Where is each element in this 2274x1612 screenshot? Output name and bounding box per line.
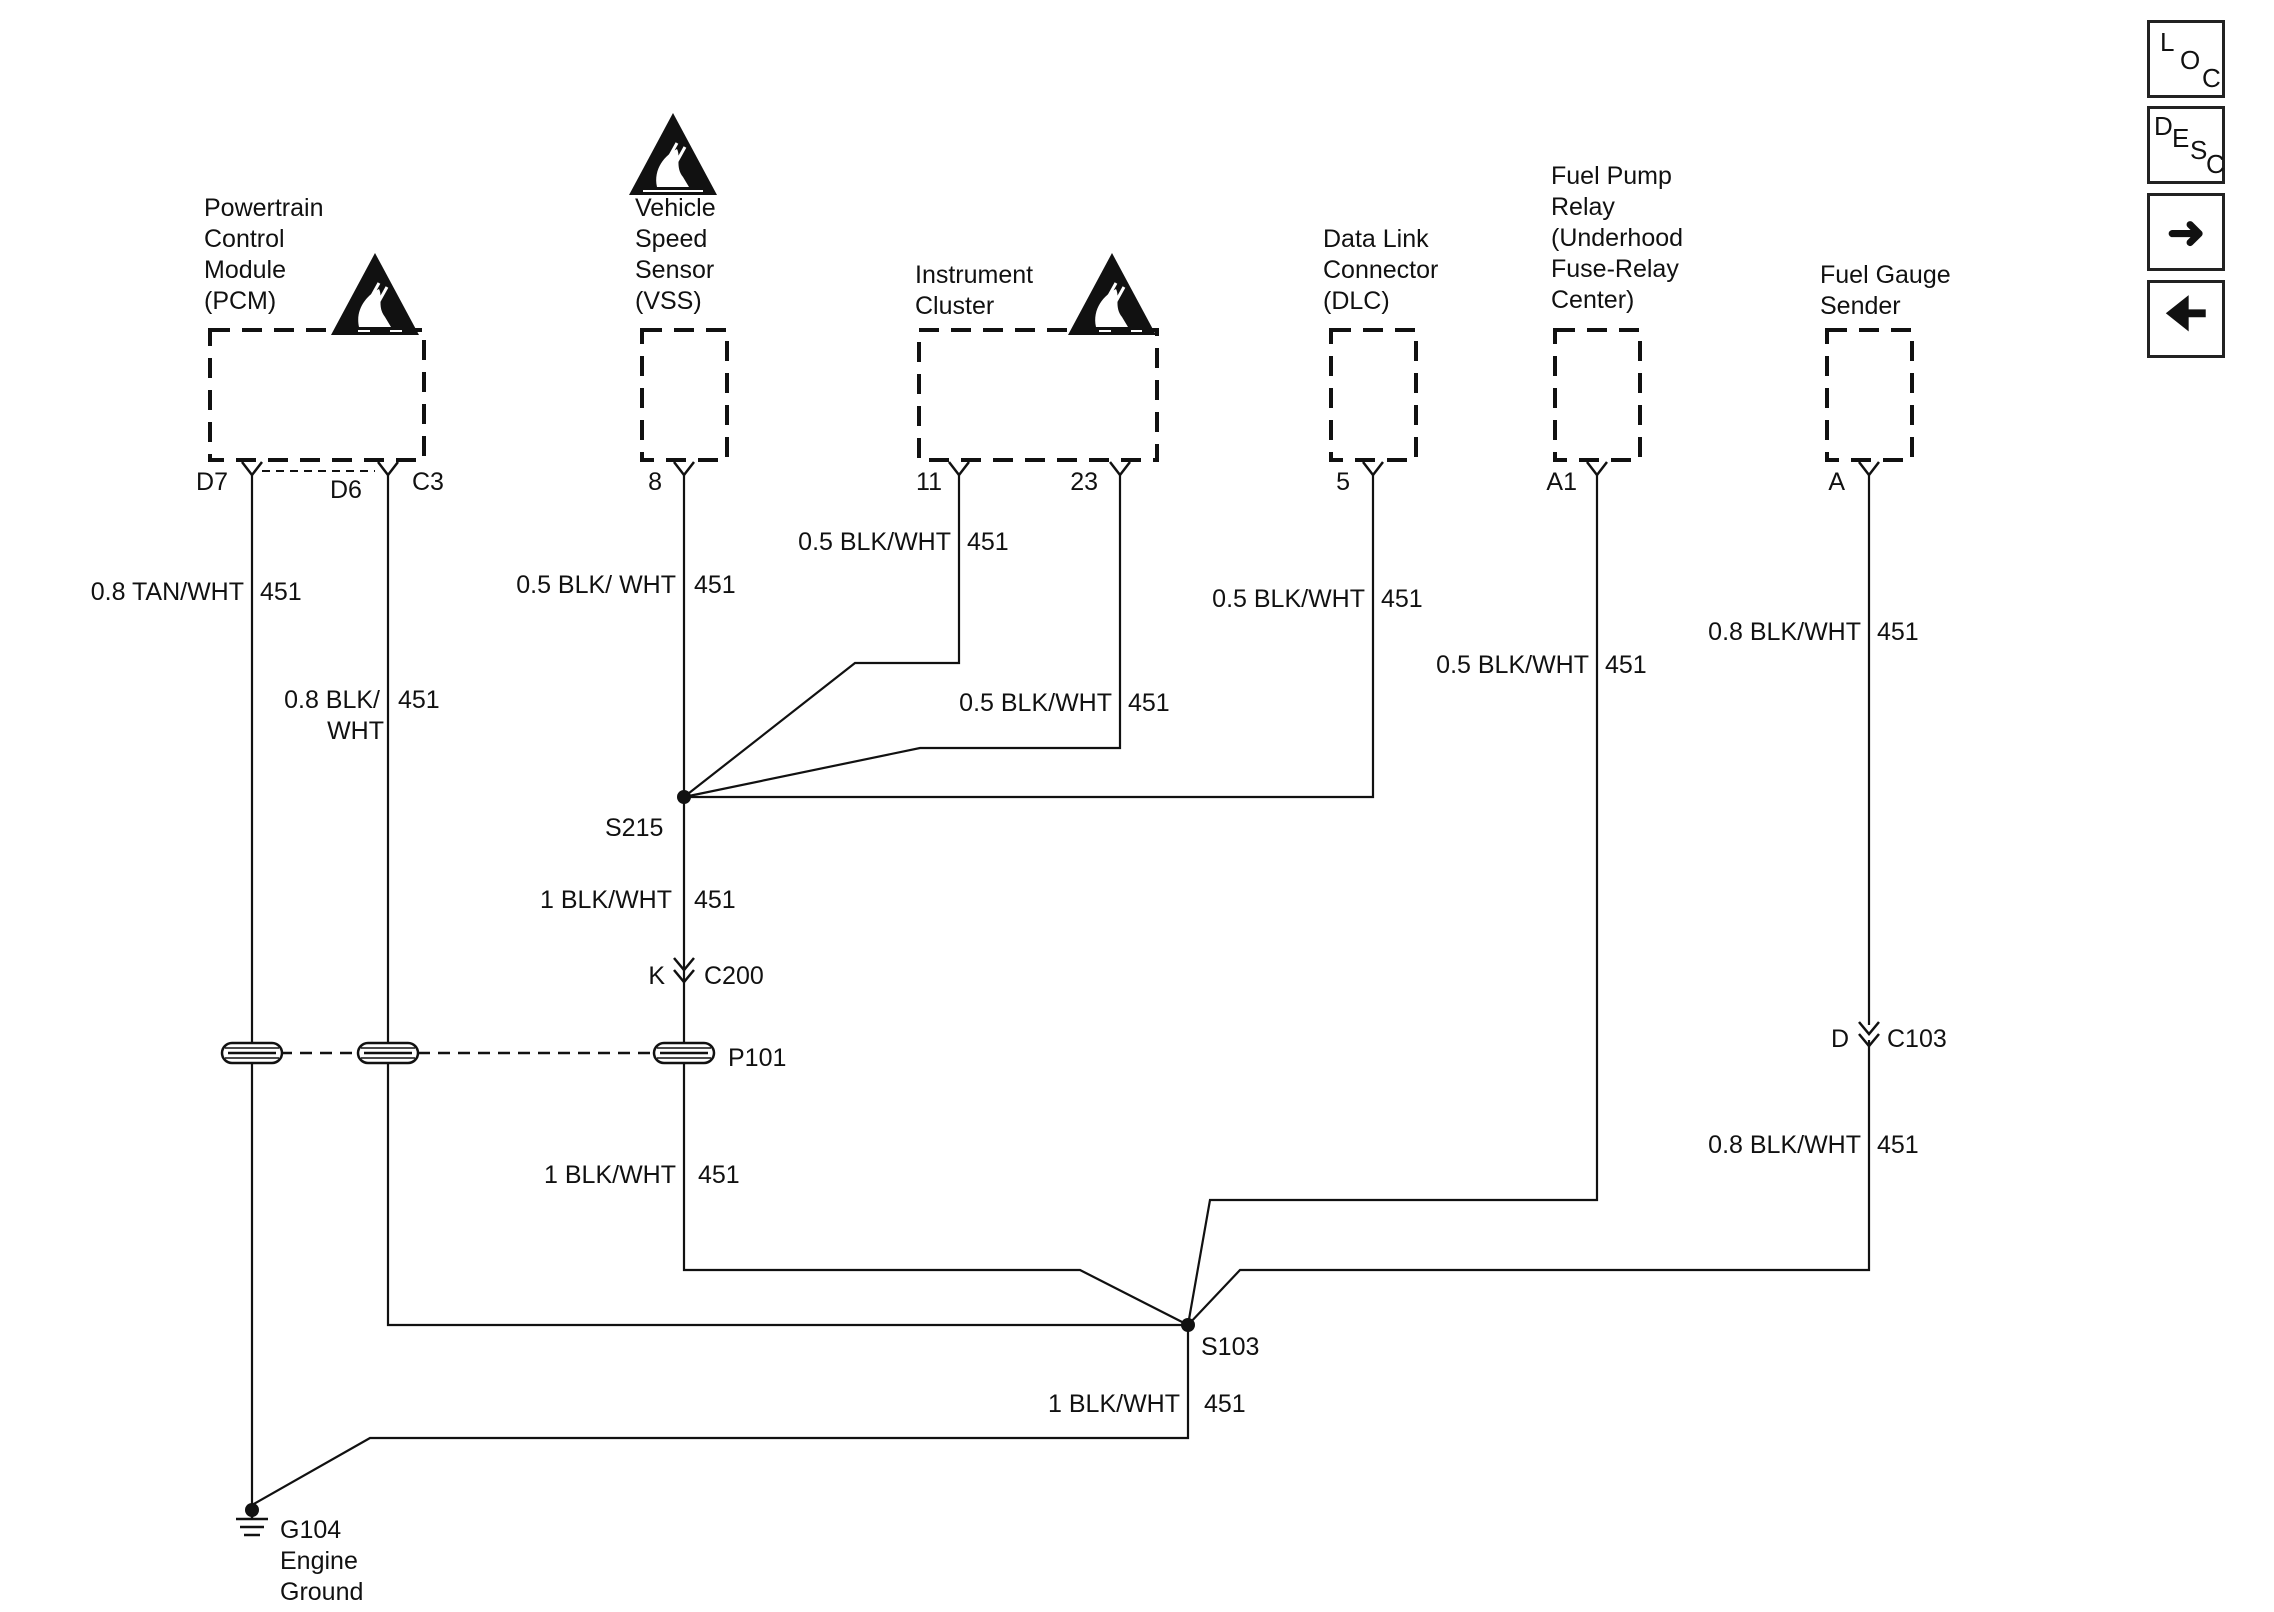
ground-label: G104 Engine Ground: [280, 1516, 363, 1606]
svg-text:Fuel Gauge: Fuel Gauge: [1820, 261, 1951, 289]
c103-label: C103: [1887, 1025, 1947, 1053]
svg-text:A: A: [1828, 468, 1845, 496]
splice-s215-label: S215: [605, 814, 663, 842]
dlc-label: Data Link Connector (DLC): [1323, 225, 1438, 315]
svg-text:Ground: Ground: [280, 1578, 363, 1606]
svg-text:0.8 BLK/WHT: 0.8 BLK/WHT: [1708, 1131, 1861, 1159]
svg-text:A1: A1: [1546, 468, 1577, 496]
svg-text:451: 451: [1128, 689, 1170, 717]
svg-text:1 BLK/WHT: 1 BLK/WHT: [540, 886, 672, 914]
svg-text:11: 11: [916, 468, 942, 496]
p101-clamp: [652, 1041, 716, 1065]
svg-text:0.5 BLK/ WHT: 0.5 BLK/ WHT: [516, 571, 676, 599]
svg-text:0.5 BLK/WHT: 0.5 BLK/WHT: [798, 528, 951, 556]
svg-text:0.8 BLK/WHT: 0.8 BLK/WHT: [1708, 618, 1861, 646]
c103-connector: [1858, 1021, 1880, 1048]
svg-text:Data Link: Data Link: [1323, 225, 1429, 253]
svg-text:(Underhood: (Underhood: [1551, 224, 1683, 252]
c200-connector: [673, 957, 695, 984]
pin-terminals: [241, 461, 1880, 478]
svg-text:451: 451: [698, 1161, 740, 1189]
svg-text:451: 451: [1204, 1390, 1246, 1418]
wire-labels: 0.8 TAN/WHT 451 0.8 BLK/ WHT 451 0.5 BLK…: [91, 528, 1919, 1418]
splice-s103-dot: [1181, 1318, 1195, 1332]
p101-label: P101: [728, 1044, 786, 1072]
svg-text:Fuse-Relay: Fuse-Relay: [1551, 255, 1679, 283]
svg-text:Control: Control: [204, 225, 285, 253]
cluster-label: Instrument Cluster: [915, 261, 1033, 320]
svg-text:0.5 BLK/WHT: 0.5 BLK/WHT: [1212, 585, 1365, 613]
svg-text:G104: G104: [280, 1516, 341, 1544]
cluster-box: [917, 328, 1159, 462]
svg-text:Sender: Sender: [1820, 292, 1901, 320]
fuel-pump-relay-label: Fuel Pump Relay (Underhood Fuse-Relay Ce…: [1551, 162, 1683, 314]
svg-text:Vehicle: Vehicle: [635, 194, 716, 222]
c200-pin-label: K: [648, 962, 665, 990]
c103-pin-label: D: [1831, 1025, 1849, 1053]
svg-text:451: 451: [1381, 585, 1423, 613]
svg-text:5: 5: [1336, 468, 1350, 496]
splice-s215-dot: [677, 790, 691, 804]
pcm-label: Powertrain Control Module (PCM): [204, 194, 324, 315]
svg-text:Relay: Relay: [1551, 193, 1615, 221]
c200-label: C200: [704, 962, 764, 990]
loc-button[interactable]: L O C: [2147, 20, 2225, 98]
pin-labels: D7 D6 C3 8 11 23 5 A1 A: [196, 468, 1845, 504]
svg-text:451: 451: [694, 886, 736, 914]
prev-button[interactable]: 🠈: [2147, 280, 2225, 358]
svg-text:Module: Module: [204, 256, 286, 284]
fuel-gauge-sender-label: Fuel Gauge Sender: [1820, 261, 1951, 320]
svg-text:451: 451: [1605, 651, 1647, 679]
svg-text:Powertrain: Powertrain: [204, 194, 324, 222]
svg-text:Speed: Speed: [635, 225, 707, 253]
next-button[interactable]: ➜: [2147, 193, 2225, 271]
svg-text:0.5 BLK/WHT: 0.5 BLK/WHT: [959, 689, 1112, 717]
esd-warning-icon: [1066, 251, 1158, 337]
p101-clamp: [220, 1041, 284, 1065]
svg-text:451: 451: [1877, 1131, 1919, 1159]
dlc-box: [1329, 328, 1418, 462]
svg-text:Cluster: Cluster: [915, 292, 994, 320]
vss-box: [640, 328, 729, 462]
pcm-box: [208, 328, 426, 462]
svg-text:0.5 BLK/WHT: 0.5 BLK/WHT: [1436, 651, 1589, 679]
fuel-pump-relay-box: [1553, 328, 1642, 462]
esd-warning-icon: [329, 251, 421, 337]
svg-text:Fuel Pump: Fuel Pump: [1551, 162, 1672, 190]
p101-clamp: [356, 1041, 420, 1065]
svg-text:451: 451: [694, 571, 736, 599]
svg-text:Connector: Connector: [1323, 256, 1438, 284]
svg-text:Sensor: Sensor: [635, 256, 714, 284]
svg-text:0.8 BLK/: 0.8 BLK/: [284, 686, 380, 714]
svg-text:Engine: Engine: [280, 1547, 358, 1575]
arrow-right-icon: ➜: [2166, 206, 2206, 258]
svg-text:1 BLK/WHT: 1 BLK/WHT: [544, 1161, 676, 1189]
svg-text:1 BLK/WHT: 1 BLK/WHT: [1048, 1390, 1180, 1418]
svg-text:WHT: WHT: [327, 717, 384, 745]
svg-text:0.8 TAN/WHT: 0.8 TAN/WHT: [91, 578, 244, 606]
svg-text:451: 451: [1877, 618, 1919, 646]
svg-text:Instrument: Instrument: [915, 261, 1033, 289]
svg-text:D7: D7: [196, 468, 228, 496]
ground-icon: [236, 1510, 268, 1537]
svg-text:451: 451: [398, 686, 440, 714]
svg-text:8: 8: [648, 468, 662, 496]
wires: [250, 475, 1871, 1510]
desc-button[interactable]: D E S C: [2147, 106, 2225, 184]
svg-text:C3: C3: [412, 468, 444, 496]
svg-text:451: 451: [260, 578, 302, 606]
svg-text:D6: D6: [330, 476, 362, 504]
vss-label: Vehicle Speed Sensor (VSS): [635, 194, 716, 315]
arrow-left-icon: 🠈: [2164, 287, 2208, 339]
svg-text:(DLC): (DLC): [1323, 287, 1390, 315]
esd-warning-icon: [627, 111, 719, 197]
splice-s103-label: S103: [1201, 1333, 1259, 1361]
svg-text:23: 23: [1070, 468, 1098, 496]
fuel-gauge-sender-box: [1825, 328, 1914, 462]
svg-text:(VSS): (VSS): [635, 287, 702, 315]
svg-text:451: 451: [967, 528, 1009, 556]
svg-text:Center): Center): [1551, 286, 1634, 314]
svg-text:(PCM): (PCM): [204, 287, 276, 315]
